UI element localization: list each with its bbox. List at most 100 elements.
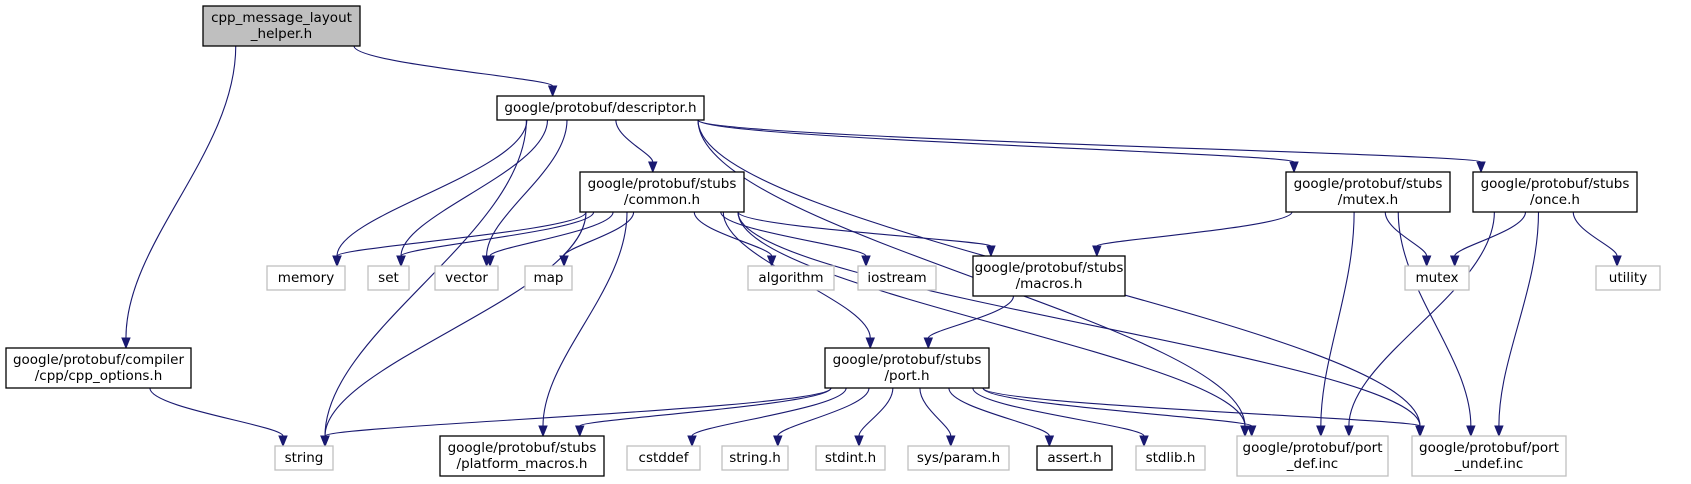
- arrowhead-descriptor-to-mutex: [1289, 161, 1299, 174]
- node-platform_macros[interactable]: google/protobuf/stubs/platform_macros.h: [439, 435, 605, 477]
- node-box-string_h: [721, 445, 789, 471]
- edge-port-to-platform_macros: [579, 387, 832, 427]
- node-label-macros-line-1: /macros.h: [1016, 276, 1083, 292]
- node-root[interactable]: cpp_message_layout_helper.h: [202, 5, 361, 47]
- arrowhead-once-to-port_def: [1344, 425, 1354, 438]
- node-box-algorithm: [747, 265, 835, 291]
- node-stdint: stdint.h: [815, 445, 886, 471]
- node-label-utility-line-0: utility: [1609, 270, 1647, 286]
- node-label-macros-line-0: google/protobuf/stubs: [975, 260, 1124, 276]
- edge-descriptor-to-mutex: [697, 119, 1295, 163]
- arrowhead-common-to-algorithm: [766, 255, 777, 268]
- node-label-root-line-0: cpp_message_layout: [211, 10, 352, 26]
- edge-common-to-iostream: [720, 211, 867, 257]
- node-box-cstddef: [626, 445, 701, 471]
- node-label-mutex-line-0: google/protobuf/stubs: [1294, 176, 1443, 192]
- node-stdlib: stdlib.h: [1135, 445, 1206, 471]
- edge-once-to-utility: [1572, 211, 1618, 257]
- node-label-descriptor-line-0: google/protobuf/descriptor.h: [504, 100, 696, 116]
- node-box-memory: [266, 265, 346, 291]
- node-label-port_def-line-0: google/protobuf/port: [1243, 440, 1383, 456]
- arrowhead-root-to-cpp_options: [121, 337, 131, 350]
- node-string_h: string.h: [721, 445, 789, 471]
- node-common[interactable]: google/protobuf/stubs/common.h: [579, 171, 745, 213]
- node-iostream: iostream: [857, 265, 937, 291]
- edge-mutex-to-macros: [1096, 211, 1293, 247]
- arrowhead-once-to-mutex_std: [1449, 255, 1460, 268]
- node-box-stdint: [815, 445, 886, 471]
- node-box-set: [367, 265, 410, 291]
- edge-port-to-param: [919, 387, 952, 437]
- edge-descriptor-to-common: [615, 119, 654, 163]
- arrowhead-port-to-string: [320, 435, 330, 448]
- node-label-string_h-line-0: string.h: [729, 450, 781, 466]
- edge-port-to-stdint: [858, 387, 894, 437]
- node-box-utility: [1595, 265, 1661, 291]
- node-box-map: [524, 265, 573, 291]
- node-map: map: [524, 265, 573, 291]
- edge-common-to-algorithm: [693, 211, 773, 257]
- node-once[interactable]: google/protobuf/stubs/once.h: [1472, 171, 1638, 213]
- arrowhead-once-to-utility: [1612, 255, 1622, 268]
- node-box-mutex_std: [1404, 265, 1470, 291]
- node-box-stdlib: [1135, 445, 1206, 471]
- arrowhead-mutex-to-macros: [1092, 245, 1102, 258]
- node-label-platform_macros-line-1: /platform_macros.h: [457, 456, 588, 472]
- node-memory: memory: [266, 265, 346, 291]
- node-label-set-line-0: set: [378, 270, 399, 286]
- node-assert[interactable]: assert.h: [1036, 445, 1113, 471]
- node-port_def: google/protobuf/port_def.inc: [1236, 435, 1389, 477]
- edge-port-to-assert: [948, 387, 1050, 437]
- arrowhead-port-to-stdlib: [1139, 435, 1149, 448]
- node-mutex_std: mutex: [1404, 265, 1470, 291]
- node-box-once: [1472, 171, 1638, 213]
- node-macros[interactable]: google/protobuf/stubs/macros.h: [972, 255, 1126, 297]
- node-label-once-line-1: /once.h: [1530, 192, 1580, 208]
- edge-common-to-string: [324, 211, 587, 437]
- arrowhead-common-to-map: [559, 255, 569, 268]
- arrowhead-descriptor-to-common: [648, 161, 658, 174]
- edge-cpp_options-to-string: [149, 387, 284, 437]
- node-box-port_undef: [1411, 435, 1567, 477]
- node-port[interactable]: google/protobuf/stubs/port.h: [824, 347, 990, 389]
- edge-common-to-vector: [489, 211, 614, 257]
- node-label-string-line-0: string: [285, 450, 324, 466]
- arrowhead-common-to-iostream: [861, 255, 871, 268]
- edge-common-to-memory: [336, 211, 587, 257]
- node-label-mutex-line-1: /mutex.h: [1338, 192, 1398, 208]
- node-descriptor[interactable]: google/protobuf/descriptor.h: [496, 95, 705, 121]
- arrowhead-mutex-to-port_undef: [1466, 425, 1476, 438]
- arrowhead-common-to-macros: [986, 245, 996, 258]
- node-cpp_options[interactable]: google/protobuf/compiler/cpp/cpp_options…: [5, 347, 192, 389]
- arrowhead-cpp_options-to-string: [278, 435, 288, 448]
- node-label-iostream-line-0: iostream: [867, 270, 926, 286]
- node-mutex[interactable]: google/protobuf/stubs/mutex.h: [1285, 171, 1451, 213]
- node-label-once-line-0: google/protobuf/stubs: [1481, 176, 1630, 192]
- edge-mutex-to-port_undef: [1397, 211, 1472, 427]
- edge-descriptor-to-string: [324, 119, 527, 437]
- node-label-common-line-0: google/protobuf/stubs: [588, 176, 737, 192]
- node-label-common-line-1: /common.h: [624, 192, 700, 208]
- node-port_undef: google/protobuf/port_undef.inc: [1411, 435, 1567, 477]
- node-box-iostream: [857, 265, 937, 291]
- arrowhead-common-to-port: [865, 337, 875, 350]
- arrowhead-macros-to-port: [923, 337, 934, 350]
- edge-mutex-to-mutex_std: [1384, 211, 1428, 257]
- node-string: string: [274, 445, 334, 471]
- node-box-string: [274, 445, 334, 471]
- node-label-port_undef-line-1: _undef.inc: [1454, 456, 1524, 472]
- arrowhead-mutex-to-mutex_std: [1421, 255, 1432, 268]
- node-label-cpp_options-line-0: google/protobuf/compiler: [13, 352, 185, 368]
- node-label-platform_macros-line-0: google/protobuf/stubs: [448, 440, 597, 456]
- node-box-port_def: [1236, 435, 1389, 477]
- arrowhead-root-to-descriptor: [547, 85, 558, 98]
- arrowhead-common-to-platform_macros: [538, 425, 548, 438]
- node-label-stdint-line-0: stdint.h: [825, 450, 876, 466]
- node-label-param-line-0: sys/param.h: [917, 450, 1000, 466]
- node-label-port-line-1: /port.h: [884, 368, 929, 384]
- edge-port-to-string_h: [777, 387, 870, 437]
- node-box-port: [824, 347, 990, 389]
- node-label-port_undef-line-0: google/protobuf/port: [1419, 440, 1559, 456]
- node-label-assert-line-0: assert.h: [1047, 450, 1101, 466]
- node-box-mutex: [1285, 171, 1451, 213]
